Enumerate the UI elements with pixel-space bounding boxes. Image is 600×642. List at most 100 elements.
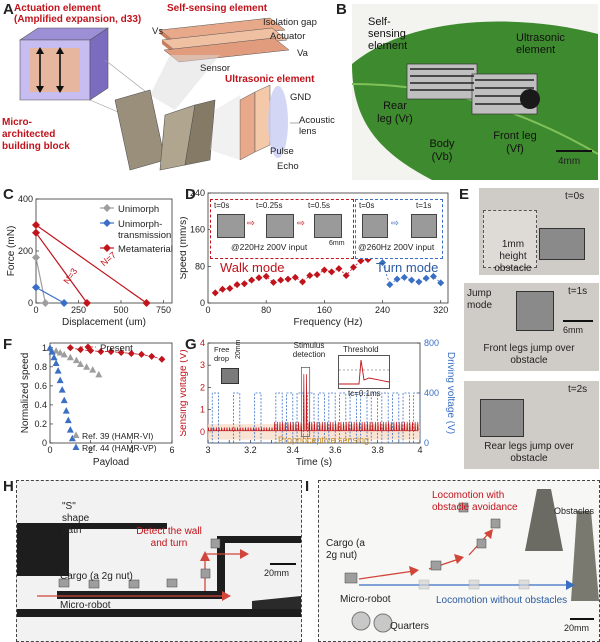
e-t0-label: t=0s [565,191,585,202]
d-point-1-5 [415,278,423,286]
d-point-0-12 [299,278,307,286]
h-scale-bar [270,563,296,565]
panel-i-letter: I [305,478,310,495]
actuation-title: Actuation element [14,3,101,14]
g-stimulus-label: Stimulus detection [292,341,326,359]
f-point-2-3 [52,359,60,366]
g-sensing-line [207,374,419,432]
d-point-1-6 [422,274,430,282]
g-ytick-label-3: 3 [200,360,205,370]
panel-g-letter: G [185,336,197,353]
f-point-0-9 [158,355,166,363]
d-point-0-20 [357,257,365,265]
e-obstacle-box [483,210,537,268]
ultrasonic-element [239,84,300,161]
g-xtick-label-10: 4 [417,445,422,455]
self-sensing-title: Self-sensing element [167,3,268,14]
turn-time-0: t=0s [359,201,375,210]
d-point-0-18 [342,272,350,279]
f-point-0-6 [127,349,135,357]
d-point-0-17 [335,265,343,273]
e-frame-1 [464,283,599,371]
panel-i: I Locomotion with obstacl [302,476,600,642]
f-legend-marker-0 [84,343,92,351]
f-point-1-9 [95,370,103,378]
ultrasonic-title: Ultrasonic element [225,74,315,85]
e-frame-2 [464,381,599,469]
d-point-0-1 [219,285,227,293]
f-point-1-4 [66,353,74,361]
b-scale-bar [556,150,592,152]
d-point-1-7 [429,272,437,280]
f-point-1-7 [83,363,91,370]
h-s-shape-label: "S" shape path [62,501,90,536]
d-point-1-2 [393,275,401,283]
c-ytick-label-1: 200 [18,246,33,256]
g-ytick-right-label-1: 400 [424,388,439,398]
d-point-0-2 [226,284,234,292]
f-xtick-label-3: 6 [169,445,174,455]
e-rear-jump-label: Rear legs jump over obstacle [484,441,574,464]
g-xtick-label-8: 3.8 [371,445,384,455]
walk-frame-1 [266,214,294,238]
g-ylabel-right: Driving voltage (V) [445,352,455,434]
d-point-1-8 [437,279,445,287]
b-rear-leg-label: Rear leg (Vr) [377,100,413,125]
d-point-1-4 [408,276,416,284]
c-legend-marker-0 [103,204,111,212]
f-ytick-label-0: 0 [42,438,47,448]
f-point-1-1 [52,347,60,354]
i-without-obstacle-label: Locomotion without obstacles [436,595,568,606]
i-photo [318,480,600,642]
f-point-2-8 [62,407,70,414]
g-ytick-right-label-0: 0 [424,438,429,448]
f-frame [49,342,173,444]
panel-a-illustration [19,17,300,171]
c-series-line-2 [35,232,88,304]
walk-arrow-0: ⇨ [247,218,255,229]
panel-e: E t=0s 1mm height obstacle t=1s Jump mod… [455,185,600,472]
f-xlabel: Payload [93,457,129,468]
i-with-obstacle-label: Locomotion with obstacle avoidance [432,490,518,513]
panel-e-letter: E [459,186,470,203]
g-zoom-trace [339,359,390,385]
g-stimulus-box [300,367,311,437]
e-scale-label: 6mm [563,325,583,335]
isolation-gap-label: Isolation gap [263,17,317,28]
acoustic-lens-label: Acoustic lens [299,115,335,137]
i-robot-label: Micro-robot [340,594,391,605]
d-xtick-label-0: 0 [205,305,210,315]
f-legend-marker-1 [72,431,80,438]
panel-h-letter: H [3,478,14,495]
f-ytick-label-5: 1 [42,343,47,353]
h-photo [16,480,302,642]
d-ytick-label-1: 80 [195,261,205,271]
d-ytick-label-0: 0 [200,298,205,308]
walk-mode-label: Walk mode [220,260,285,275]
i-scene [344,489,599,633]
panel-a-letter: A [3,1,14,18]
panel-b: B Self-sensing element Ultrasonic elemen… [330,0,600,183]
c-xtick-label-3: 750 [156,305,171,315]
b-scale-label: 4mm [558,156,581,167]
c-series-line-1 [35,286,65,304]
turn-mode-label: Turn mode [376,260,439,275]
panel-d-letter: D [185,186,196,203]
d-ytick-label-3: 240 [190,188,205,198]
e-t1-label: t=1s [568,286,588,297]
actuation-subtitle: (Amplified expansion, d33) [14,14,142,25]
f-point-0-3 [97,348,105,356]
f-point-2-7 [60,396,68,404]
f-point-1-5 [72,356,80,364]
panel-a: A Actuation element (Amplified expansion… [0,0,335,183]
i-scale-label: 20mm [564,623,590,633]
va-label: Va [297,48,308,59]
g-xtick-label-2: 3.2 [244,445,257,455]
c-legend-2: Metamaterial [118,244,173,255]
c-point-1-0 [32,283,40,292]
g-driving-line [208,392,421,444]
f-point-0-8 [148,352,156,360]
